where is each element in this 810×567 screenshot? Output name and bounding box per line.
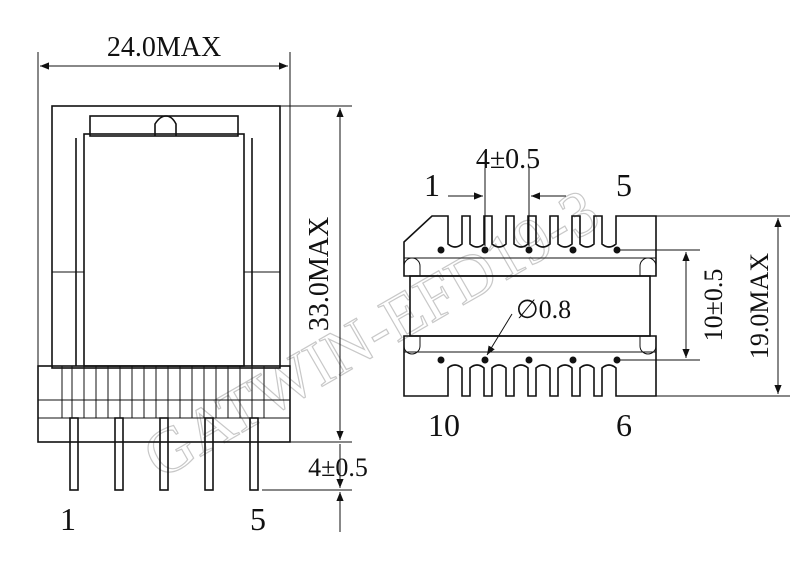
side-core-top (89, 115, 239, 137)
side-pin-1-label: 1 (60, 501, 76, 537)
side-core (83, 133, 245, 367)
side-pin-5-label: 5 (250, 501, 266, 537)
side-view: 24.0MAX 33.0MAX 4±0.5 1 5 (37, 32, 368, 537)
bottom-view: 4±0.5 1 5 ∅0.8 10±0.5 19.0MAX 10 6 (403, 144, 790, 443)
bottom-pin-10-label: 10 (428, 407, 460, 443)
side-pins (69, 417, 259, 491)
side-core-notch (154, 115, 177, 136)
depth-dim-label: 19.0MAX (745, 253, 774, 359)
top-comb (403, 215, 657, 277)
bottom-pin-5-label: 5 (616, 167, 632, 203)
watermark: GATWIN-EFD19-3 (132, 175, 611, 492)
pin-holes (437, 246, 621, 364)
hole-dim-label: ∅0.8 (516, 295, 571, 324)
pitch-dim-label: 4±0.5 (476, 144, 540, 175)
row-spacing-dim-label: 10±0.5 (699, 269, 728, 342)
bottom-comb (403, 335, 657, 397)
side-outline (51, 105, 281, 369)
pin-length-dim-label: 4±0.5 (308, 453, 368, 482)
width-dim-label: 24.0MAX (107, 32, 221, 63)
bottom-pin-6-label: 6 (616, 407, 632, 443)
bottom-pin-1-label: 1 (424, 167, 440, 203)
height-dim-label: 33.0MAX (304, 217, 335, 331)
side-base (37, 365, 291, 443)
